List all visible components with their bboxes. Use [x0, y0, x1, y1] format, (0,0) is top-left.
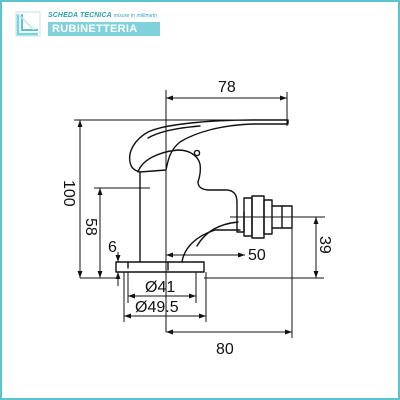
- dim-39: [204, 217, 324, 279]
- lever-inner-curve: [147, 125, 201, 139]
- header-title-text: SCHEDA TECNICA: [48, 12, 112, 19]
- dim-d495-label: Ø49.5: [135, 299, 179, 316]
- spout-lower: [181, 229, 241, 263]
- dim-50-label: 50: [248, 247, 266, 264]
- spout-top: [196, 221, 239, 247]
- header-subtitle: misure in millimetri: [113, 13, 158, 19]
- dim-100-label: 100: [60, 180, 77, 207]
- dim-58: [94, 187, 150, 278]
- dim-d495: [123, 272, 207, 322]
- dim-58-label: 58: [82, 218, 99, 236]
- dim-6: [80, 252, 121, 286]
- faucet-base: [115, 261, 205, 273]
- dim-80-label: 80: [216, 341, 234, 358]
- cartridge-dome: [137, 149, 202, 183]
- dim-39-label: 39: [316, 236, 333, 254]
- dim-80: [166, 228, 293, 338]
- dim-6-label: 6: [108, 239, 117, 256]
- brand-logo-icon: [15, 11, 41, 37]
- header-band: RUBINETTERIA: [48, 22, 160, 36]
- dim-d41-label: Ø41: [145, 279, 175, 296]
- dim-d41: [127, 272, 197, 303]
- faucet-body-neck: [197, 181, 238, 203]
- cartridge-screw: [193, 149, 201, 157]
- dim-100: [74, 119, 255, 278]
- dim-78: [166, 92, 288, 126]
- axis-lines: [165, 90, 325, 332]
- lever-handle: [128, 119, 289, 173]
- dim-78-label: 78: [218, 79, 236, 96]
- base-step: [127, 261, 169, 271]
